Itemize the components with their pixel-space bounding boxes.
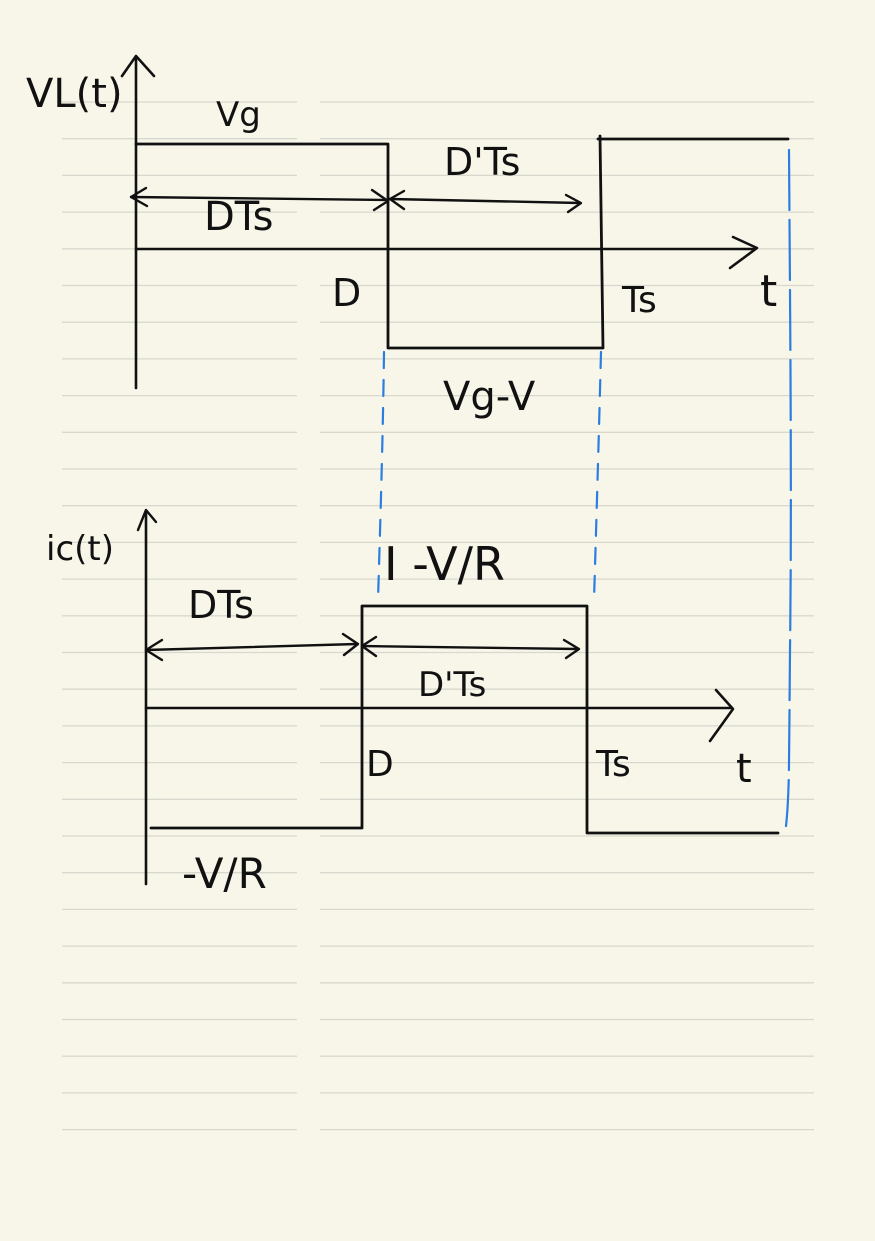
guide-at-d xyxy=(376,350,386,602)
bottom-tick-ts-label: Ts xyxy=(595,744,631,785)
bottom-dts-arrowhead-left xyxy=(144,638,164,662)
top-waveform xyxy=(134,134,605,350)
guide-at-next-period xyxy=(784,148,792,828)
top-dts-arrowhead-right xyxy=(370,188,390,212)
bottom-waveform xyxy=(149,604,780,835)
guide-at-ts xyxy=(592,350,603,602)
top-y-axis-label: VL(t) xyxy=(26,71,123,117)
bottom-x-axis-arrowhead xyxy=(708,688,735,743)
bottom-y-axis-arrowhead xyxy=(136,508,158,532)
top-x-axis-arrowhead xyxy=(728,235,759,270)
capacitor-current-plot: ic(t) I -V/R DTs D'Ts D Ts t -V/R xyxy=(46,508,780,898)
bottom-dprime-ts-arrowhead-left xyxy=(360,635,378,658)
ruled-lines xyxy=(62,101,814,1131)
top-dprime-ts-arrowhead-left xyxy=(388,189,406,211)
top-tick-ts-label: Ts xyxy=(621,280,657,321)
top-dts-arrowhead-left xyxy=(129,186,149,208)
bottom-low-level-label: -V/R xyxy=(182,849,267,898)
inductor-voltage-plot: VL(t) Vg D'Ts DTs D Ts t Vg-V xyxy=(26,54,790,420)
bottom-dts-arrow xyxy=(144,642,359,652)
bottom-tick-d-label: D xyxy=(366,744,394,785)
top-low-level-label: Vg-V xyxy=(443,374,536,420)
bottom-dts-arrowhead-right xyxy=(341,632,360,657)
top-x-axis-label: t xyxy=(760,266,777,317)
bottom-y-axis-label: ic(t) xyxy=(46,529,114,569)
bottom-dprime-ts-arrowhead-right xyxy=(562,638,581,660)
top-y-axis-arrowhead xyxy=(120,54,156,78)
bottom-x-axis-label: t xyxy=(736,746,752,792)
bottom-high-level-label: I -V/R xyxy=(384,537,505,591)
top-tick-d-label: D xyxy=(332,271,361,315)
bottom-dts-label: DTs xyxy=(188,583,254,627)
top-dts-arrow xyxy=(129,195,388,202)
top-dprime-ts-arrow xyxy=(388,197,582,205)
bottom-dprime-ts-arrow xyxy=(360,644,580,651)
bottom-dprime-ts-label: D'Ts xyxy=(418,665,486,705)
top-high-level-label: Vg xyxy=(216,95,261,135)
top-dts-label: DTs xyxy=(204,194,273,240)
alignment-guides xyxy=(376,148,792,828)
top-dprime-ts-label: D'Ts xyxy=(444,140,520,184)
top-dprime-ts-arrowhead-right xyxy=(564,193,583,214)
